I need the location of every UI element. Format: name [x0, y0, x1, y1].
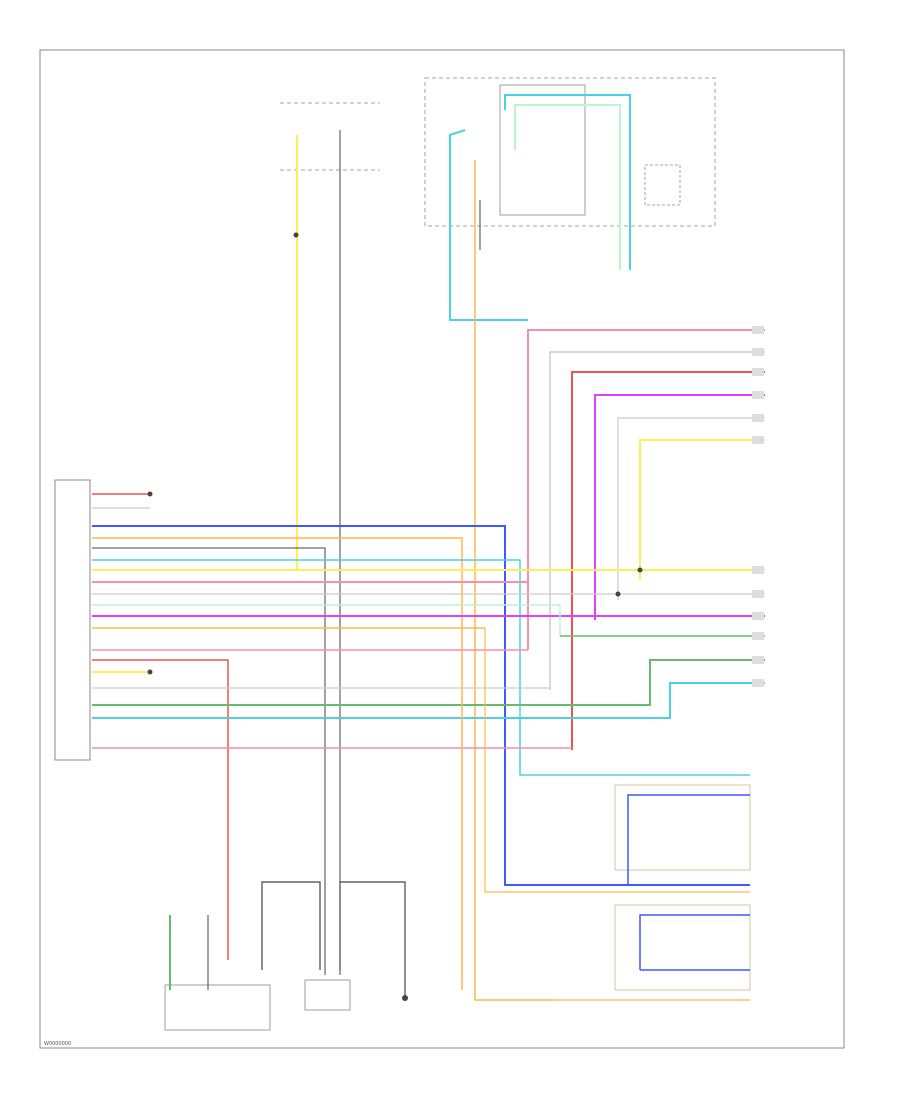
wire-yellow-right [639, 439, 765, 580]
connector-box-upper [614, 784, 751, 871]
ecu-wire-lightblue-2 [92, 682, 765, 719]
switch-wire-black-2 [339, 881, 406, 995]
splice-dot-1 [293, 232, 299, 238]
splice-dot-3 [615, 591, 621, 597]
ground-1 [147, 491, 153, 497]
wire-pink-right [527, 329, 765, 650]
conn-wire-blue-upper [627, 794, 750, 885]
switch-wire-black-1 [261, 881, 321, 970]
dimmer-switch-box [164, 984, 271, 1031]
wire-violet-right [594, 394, 765, 620]
wire-white-right [549, 351, 765, 690]
combination-switch-box [304, 979, 351, 1011]
headlight-relay-box [499, 84, 586, 216]
footer-code: W0000000 [44, 1041, 71, 1047]
wire-gray-right [617, 417, 765, 600]
headlight-relay-2 [644, 164, 681, 206]
conn-wire-blue-lower [639, 914, 750, 970]
ecu-wire-red [92, 659, 229, 960]
ground-2 [147, 669, 153, 675]
wire-lightblue-relay [449, 129, 528, 321]
wire-red-right [571, 371, 765, 750]
ground-symbol [402, 995, 408, 1001]
ecu-wire-lightblue [92, 559, 615, 776]
ecu-wire-black [92, 547, 326, 975]
wire-lightblue-top [504, 94, 631, 270]
right-connector-terminals [752, 326, 764, 687]
wire-orange-relay [474, 160, 555, 1001]
relay-box-outline [424, 77, 716, 227]
ecu-wire-green [92, 659, 765, 706]
splice-dot-2 [637, 567, 643, 573]
connector-box-lower [614, 904, 751, 991]
wire-lightgreen-top [514, 104, 621, 270]
diagram-frame [39, 49, 845, 1049]
ecu-module [54, 479, 91, 761]
ecu-wire-orange [92, 537, 463, 655]
